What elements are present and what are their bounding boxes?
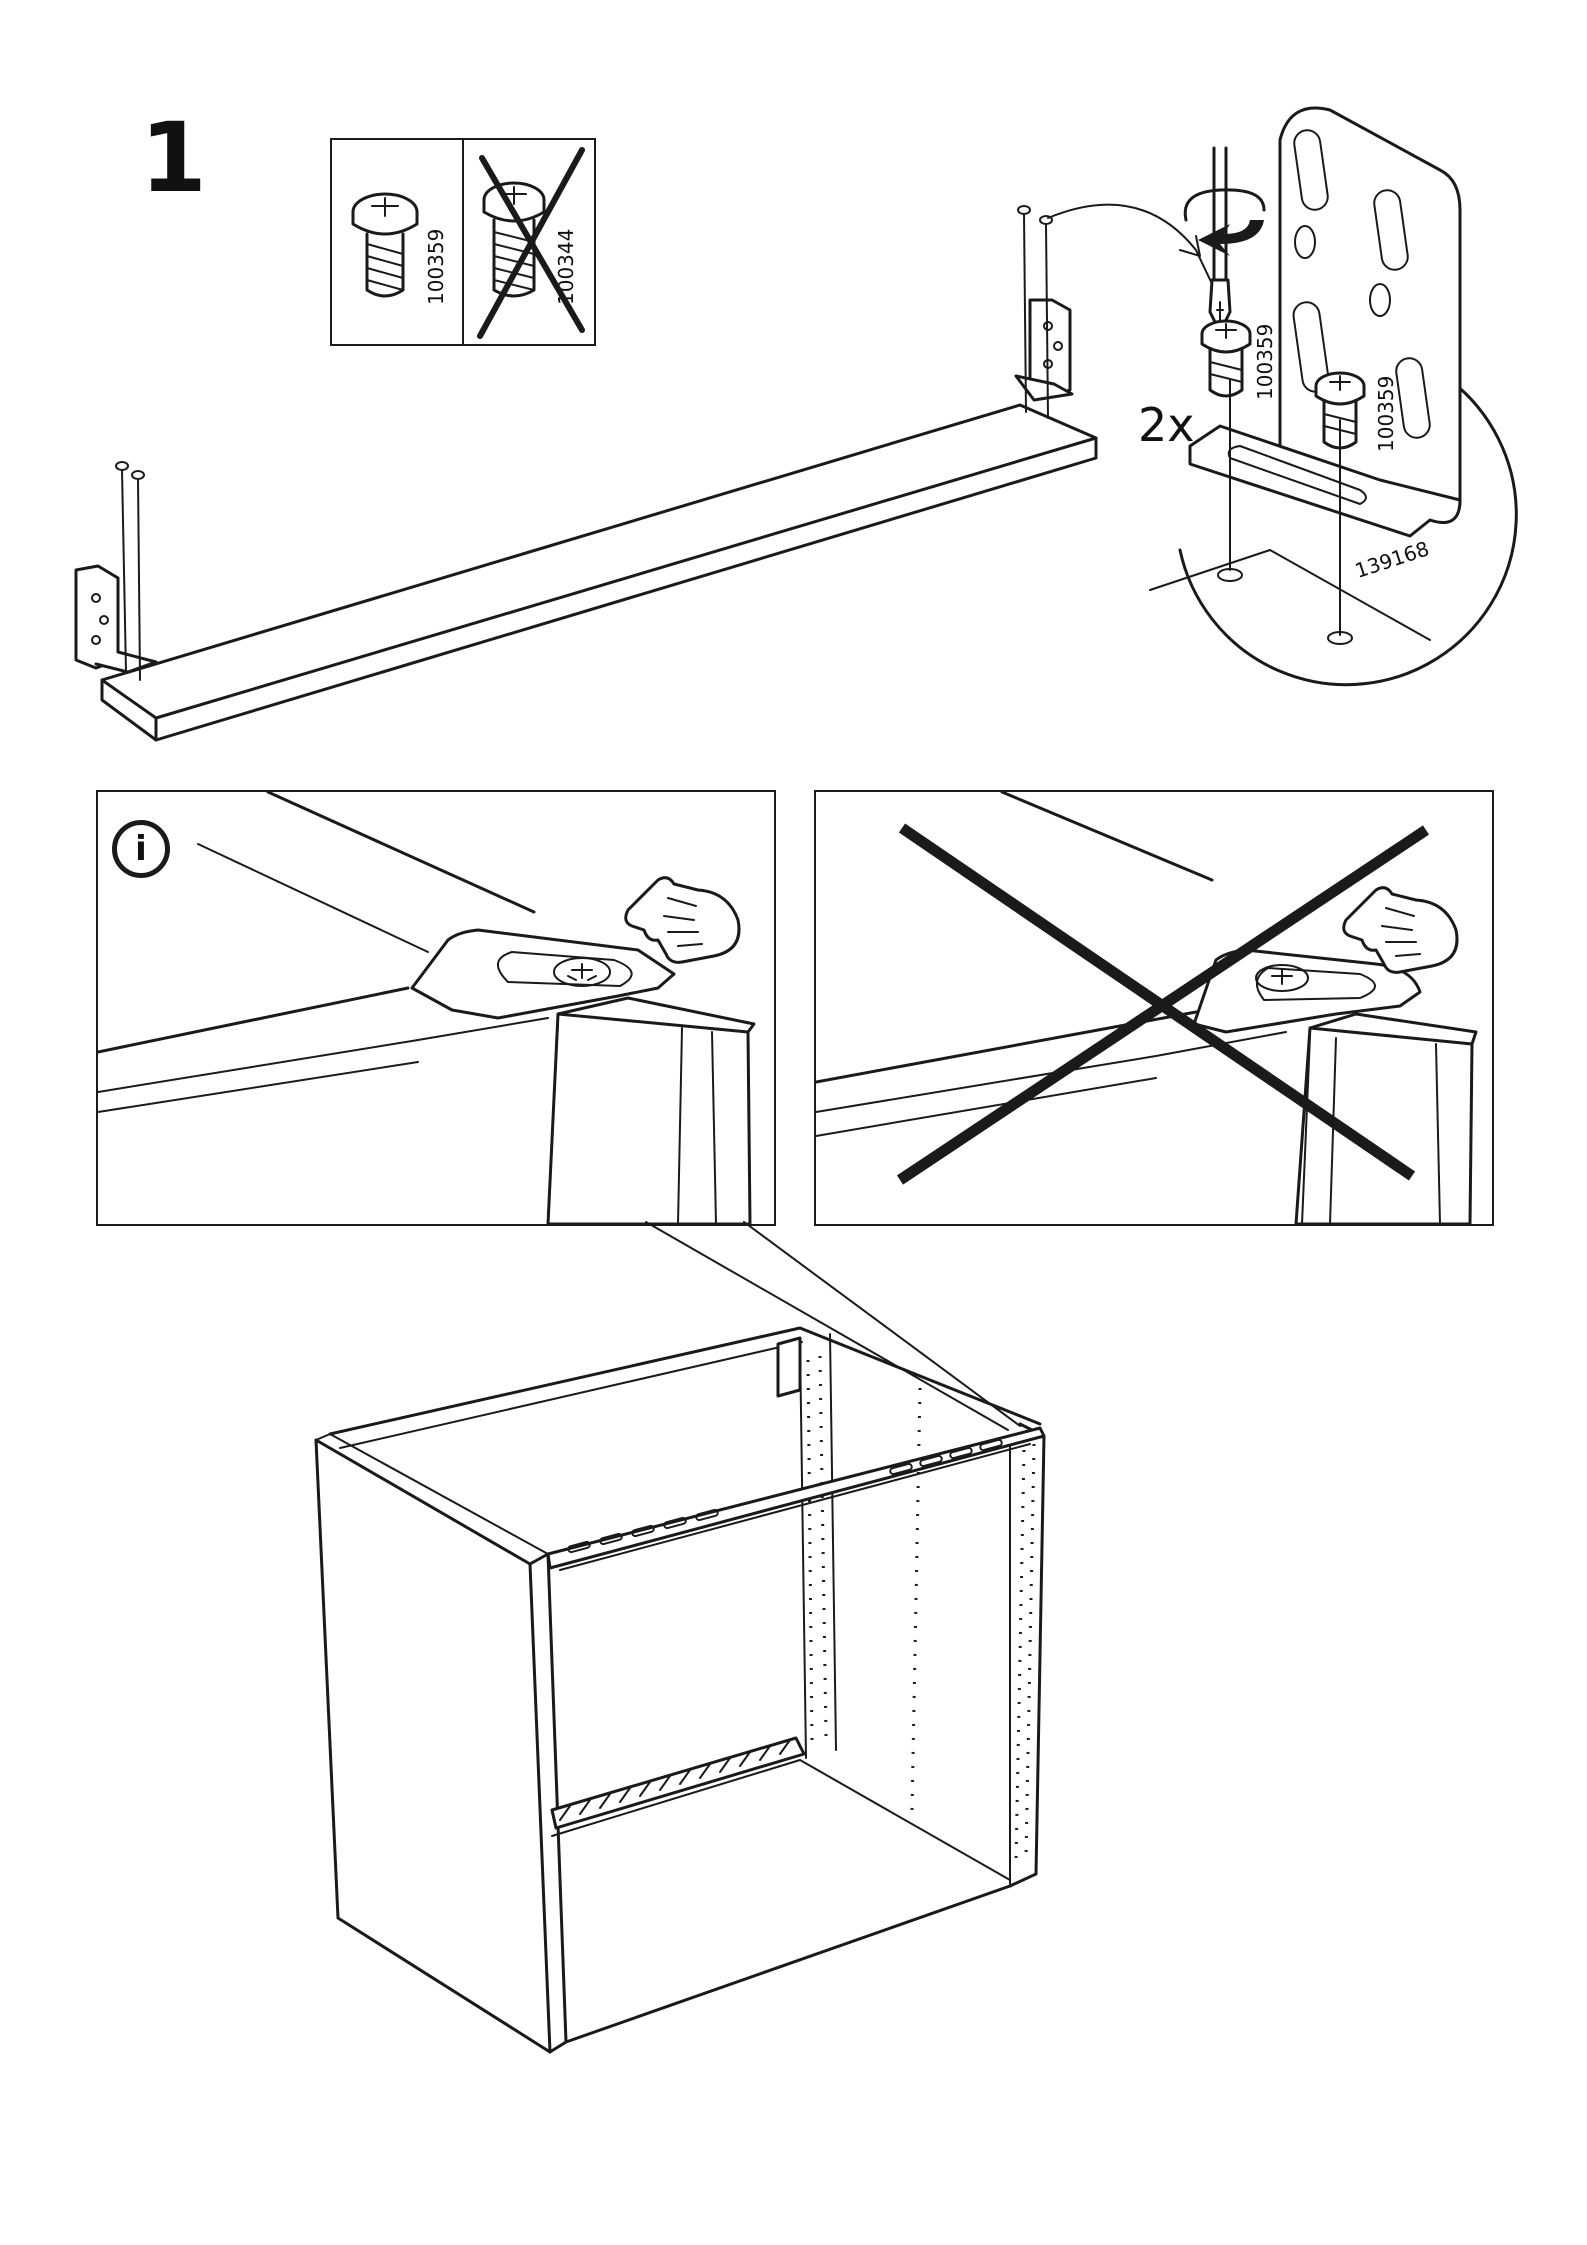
cabinet-illustration [0,0,1587,2245]
